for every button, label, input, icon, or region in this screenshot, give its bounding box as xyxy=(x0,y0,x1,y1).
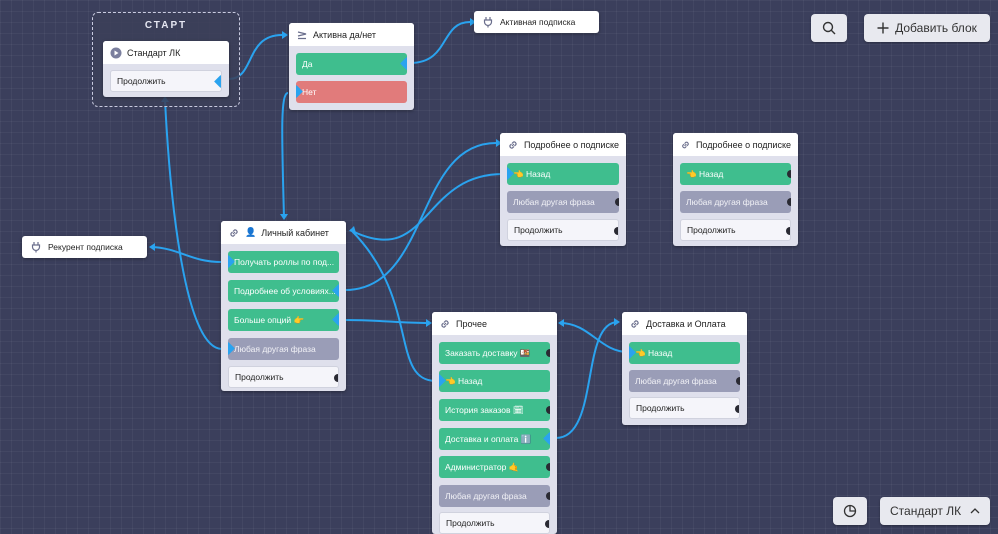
pie-chart-icon xyxy=(843,504,857,518)
wire-delivery-to-delivery-block xyxy=(555,321,619,439)
about-sub-1-header[interactable]: Подробнее о подписке xyxy=(500,133,626,156)
about-sub-block-1[interactable]: Подробнее о подписке 👈 Назад Любая друга… xyxy=(500,133,626,246)
start-continue-button[interactable]: Продолжить xyxy=(110,70,222,92)
cabinet-terms-button[interactable]: Подробнее об условиях... xyxy=(228,280,339,302)
wire-delivery-back-to-other xyxy=(559,322,629,353)
wire-other-back-to-cabinet xyxy=(351,230,437,382)
active-no-button[interactable]: Нет xyxy=(296,81,407,103)
scenario-label: Стандарт ЛК xyxy=(890,504,962,518)
wire-terms-to-about xyxy=(344,142,497,291)
play-icon xyxy=(110,47,122,58)
active-sub-node[interactable]: Активная подписка xyxy=(474,11,599,33)
other-continue-button[interactable]: Продолжить xyxy=(439,512,550,534)
active-yes-button[interactable]: Да xyxy=(296,53,407,75)
other-continue-connector[interactable] xyxy=(545,520,549,528)
about-sub-1-title: Подробнее о подписке xyxy=(523,139,619,150)
other-header[interactable]: Прочее xyxy=(432,312,557,335)
cabinet-continue-connector[interactable] xyxy=(334,374,338,382)
link-icon xyxy=(509,140,517,149)
other-order-delivery-connector[interactable] xyxy=(546,349,550,357)
search-button[interactable] xyxy=(811,14,847,42)
active-yes-connector[interactable] xyxy=(400,57,407,70)
about-sub-1-back-button[interactable]: 👈 Назад xyxy=(507,163,619,185)
active-check-title: Активна да/нет xyxy=(313,29,377,40)
about-sub-2-title: Подробнее о подписке xyxy=(695,139,791,150)
recurrent-sub-node[interactable]: Рекурент подписка xyxy=(22,236,147,258)
about-sub-block-2[interactable]: Подробнее о подписке 👈 Назад Любая друга… xyxy=(673,133,798,246)
add-block-label: Добавить блок xyxy=(895,21,977,35)
start-block[interactable]: Стандарт ЛК Продолжить xyxy=(103,41,229,97)
cabinet-title: Личный кабинет xyxy=(261,227,329,238)
plug-icon xyxy=(31,242,41,253)
stats-button[interactable] xyxy=(833,497,867,525)
about-sub-1-any-phrase-button[interactable]: Любая другая фраза xyxy=(507,191,619,213)
about-sub-2-any-phrase-connector[interactable] xyxy=(787,198,791,206)
cabinet-rolls-button[interactable]: Получать роллы по под... xyxy=(228,251,339,273)
other-delivery-payment-connector[interactable] xyxy=(543,432,550,445)
other-title: Прочее xyxy=(456,318,487,329)
delivery-title: Доставка и Оплата xyxy=(646,318,726,329)
delivery-continue-connector[interactable] xyxy=(735,405,739,413)
user-icon: 👤 xyxy=(245,227,257,237)
cabinet-more-button[interactable]: Больше опций 👉 xyxy=(228,309,339,331)
wire-more-to-other xyxy=(344,319,429,324)
other-order-delivery-button[interactable]: Заказать доставку 🍱 xyxy=(439,342,550,364)
link-icon xyxy=(631,319,639,328)
start-frame: СТАРТ Стандарт ЛК Продолжить xyxy=(92,12,240,107)
about-sub-1-continue-button[interactable]: Продолжить xyxy=(507,219,619,241)
add-block-button[interactable]: Добавить блок xyxy=(864,14,990,42)
link-icon xyxy=(441,319,449,328)
wire-no-to-cabinet xyxy=(281,92,289,219)
delivery-continue-button[interactable]: Продолжить xyxy=(629,397,740,419)
wire-about-back-to-cabinet xyxy=(349,173,504,241)
other-block[interactable]: Прочее Заказать доставку 🍱 👈 Назад Истор… xyxy=(432,312,557,534)
cabinet-continue-button[interactable]: Продолжить xyxy=(228,366,339,388)
wire-yes-to-active-sub xyxy=(409,21,471,64)
wire-cabinet-to-recurrent xyxy=(150,246,223,263)
start-block-title: Стандарт ЛК xyxy=(127,47,181,58)
wire-start-loop xyxy=(164,99,223,350)
delivery-any-phrase-connector[interactable] xyxy=(736,377,740,385)
about-sub-2-back-button[interactable]: 👈 Назад xyxy=(680,163,791,185)
search-icon xyxy=(822,21,836,35)
other-admin-button[interactable]: Администратор 🤙 xyxy=(439,456,550,478)
scenario-select[interactable]: Стандарт ЛК xyxy=(880,497,990,525)
cabinet-header[interactable]: 👤 Личный кабинет xyxy=(221,221,346,244)
compare-icon xyxy=(297,30,307,39)
other-order-history-button[interactable]: История заказов 🗓 xyxy=(439,399,550,421)
about-sub-2-any-phrase-button[interactable]: Любая другая фраза xyxy=(680,191,791,213)
delivery-block[interactable]: Доставка и Оплата 👈 Назад Любая другая ф… xyxy=(622,312,747,425)
active-check-header[interactable]: Активна да/нет xyxy=(289,23,414,46)
other-any-phrase-connector[interactable] xyxy=(546,492,550,500)
about-sub-2-continue-button[interactable]: Продолжить xyxy=(680,219,791,241)
cabinet-any-phrase-button[interactable]: Любая другая фраза xyxy=(228,338,339,360)
other-delivery-payment-button[interactable]: Доставка и оплата ℹ️ xyxy=(439,428,550,450)
plus-icon xyxy=(877,22,889,34)
start-title: СТАРТ xyxy=(144,20,188,31)
other-order-history-connector[interactable] xyxy=(546,406,550,414)
about-sub-2-header[interactable]: Подробнее о подписке xyxy=(673,133,798,156)
about-sub-2-back-connector[interactable] xyxy=(787,170,791,178)
other-admin-connector[interactable] xyxy=(546,463,550,471)
delivery-header[interactable]: Доставка и Оплата xyxy=(622,312,747,335)
cabinet-more-connector[interactable] xyxy=(332,313,339,326)
delivery-back-button[interactable]: 👈 Назад xyxy=(629,342,740,364)
other-any-phrase-button[interactable]: Любая другая фраза xyxy=(439,485,550,507)
start-block-header[interactable]: Стандарт ЛК xyxy=(103,41,229,64)
other-back-button[interactable]: 👈 Назад xyxy=(439,370,550,392)
about-sub-2-continue-connector[interactable] xyxy=(786,227,790,235)
start-connector[interactable] xyxy=(214,75,221,88)
about-sub-1-any-phrase-connector[interactable] xyxy=(615,198,619,206)
active-check-block[interactable]: Активна да/нет Да Нет xyxy=(289,23,414,110)
plug-icon xyxy=(483,17,493,28)
link-icon xyxy=(682,141,689,148)
delivery-any-phrase-button[interactable]: Любая другая фраза xyxy=(629,370,740,392)
chevron-up-icon xyxy=(970,508,980,514)
link-icon xyxy=(230,228,238,237)
about-sub-1-continue-connector[interactable] xyxy=(614,227,618,235)
cabinet-block[interactable]: 👤 Личный кабинет Получать роллы по под..… xyxy=(221,221,346,391)
